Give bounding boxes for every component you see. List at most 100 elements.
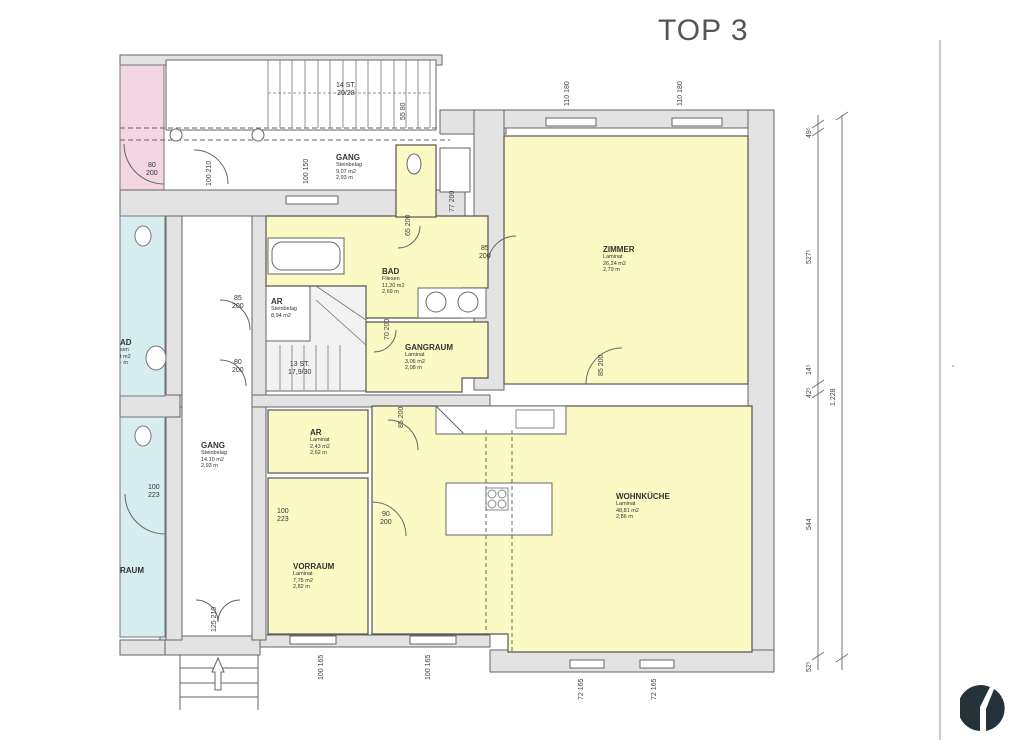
door-width: 100: [303, 172, 310, 184]
side-dim: 544: [806, 518, 813, 530]
door-height: 223: [277, 515, 289, 523]
area-name: RAUM: [120, 566, 144, 575]
room-floor: Fliesen: [382, 276, 400, 283]
room-vorraum: [267, 477, 369, 635]
door-width: 100: [277, 508, 289, 515]
window-width: 110: [677, 94, 684, 106]
area-area: t m2: [120, 353, 131, 360]
common-label-ar: AR Steinbelag 8,94 m2: [271, 297, 297, 319]
window-width: 100: [318, 668, 325, 680]
door-dim: 85 200: [598, 355, 605, 376]
room-label-wohnkueche: WOHNKÜCHE Laminat 48,81 m2 2,86 m: [616, 492, 670, 520]
window-width: 100: [425, 668, 432, 680]
room-area: 48,81 m2: [616, 507, 639, 514]
room-floor: Laminat: [616, 501, 636, 508]
area-name: AD: [120, 338, 132, 347]
room-name: BAD: [382, 267, 400, 276]
room-area: 3,06 m2: [405, 358, 425, 365]
area-floor: Steinbelag: [201, 450, 227, 457]
door-width: 70: [384, 332, 391, 340]
room-gangraum: [365, 321, 489, 393]
door-width: 80: [147, 162, 156, 169]
room-height: 2,62 m: [310, 449, 327, 456]
window-dim: 100 165: [425, 655, 432, 680]
room-name: WOHNKÜCHE: [616, 492, 670, 501]
door-height: 200: [146, 169, 158, 177]
door-width: 77: [449, 204, 456, 212]
area-name: GANG: [336, 153, 360, 162]
area-height: · m: [120, 359, 128, 366]
window-dim: 72 165: [578, 679, 585, 700]
door-dim: 55 80: [400, 102, 407, 120]
door-height: 210: [206, 160, 213, 173]
room-height: 2,69 m: [382, 288, 399, 295]
side-dim: 49⁵: [806, 127, 813, 138]
area-area: 9,07 m2: [336, 168, 356, 175]
stair-rise: 17,9/30: [288, 368, 312, 376]
plan-title: TOP 3: [658, 14, 749, 47]
room-height: 2,86 m: [616, 513, 633, 520]
door-height: 223: [148, 491, 160, 499]
door-height: 80: [400, 102, 407, 111]
door-width: 80: [233, 359, 242, 366]
area-floor: Steinbelag: [336, 162, 362, 169]
window-width: 72: [651, 692, 658, 700]
area-area: 14,10 m2: [201, 456, 224, 463]
door-height: 200: [232, 302, 244, 310]
room-floor: Laminat: [293, 571, 313, 578]
door-height: 200: [398, 406, 405, 419]
room-height: 2,08 m: [405, 364, 422, 371]
window-width: 110: [564, 94, 571, 106]
room-floor: Laminat: [603, 254, 623, 261]
door-width: 55: [400, 112, 407, 120]
stair-label-middle: 13 ST. 17,9/30: [288, 361, 311, 376]
room-label-gangraum: GANGRAUM Laminat 3,06 m2 2,08 m: [405, 343, 453, 371]
door-height: 210: [211, 606, 218, 619]
door-dim: 65 200: [405, 215, 412, 236]
room-label-ar: AR Laminat 2,43 m2 2,62 m: [310, 428, 330, 456]
window-dim: 110 180: [677, 81, 684, 106]
area-floor: sen: [120, 347, 129, 354]
neighbor-label-bad: AD sen t m2 · m: [120, 338, 132, 366]
stair-steps: 14 ST.: [336, 82, 356, 89]
area-name: GANG: [201, 441, 225, 450]
door-width: 85: [598, 368, 605, 376]
room-name: ZIMMER: [603, 245, 635, 254]
door-height: 200: [380, 518, 392, 526]
window-height: 165: [318, 654, 325, 667]
area-name: AR: [271, 297, 283, 306]
window-dim: 72 165: [651, 679, 658, 700]
window-dim: 110 180: [564, 81, 571, 106]
area-area: 8,94 m2: [271, 312, 291, 319]
room-area: 26,24 m2: [603, 260, 626, 267]
room-name: GANGRAUM: [405, 343, 453, 352]
door-width: 85: [480, 245, 489, 252]
room-label-vorraum: VORRAUM Laminat 7,75 m2 2,82 m: [293, 562, 334, 590]
window-dim: 100 165: [318, 655, 325, 680]
brand-logo-icon: [960, 684, 1005, 731]
door-width: 125: [211, 620, 218, 632]
room-area: 2,43 m2: [310, 443, 330, 450]
area-height: 2,93 m: [201, 462, 218, 469]
room-label-zimmer: ZIMMER Laminat 26,24 m2 2,79 m: [603, 245, 635, 273]
door-width: 100: [148, 484, 160, 491]
area-floor: Steinbelag: [271, 306, 297, 313]
common-label-gang-top: GANG Steinbelag 9,07 m2 2,93 m: [336, 153, 362, 181]
room-height: 2,82 m: [293, 583, 310, 590]
window-height: 165: [578, 678, 585, 691]
door-dim: 100 150: [303, 159, 310, 184]
side-dim: 14⁵: [806, 364, 813, 375]
door-dim: 125 210: [211, 607, 218, 632]
window-width: 72: [578, 692, 585, 700]
common-label-gang-left: GANG Steinbelag 14,10 m2 2,93 m: [201, 441, 227, 469]
door-width: 85: [398, 420, 405, 428]
door-dim: 77 200: [449, 191, 456, 212]
